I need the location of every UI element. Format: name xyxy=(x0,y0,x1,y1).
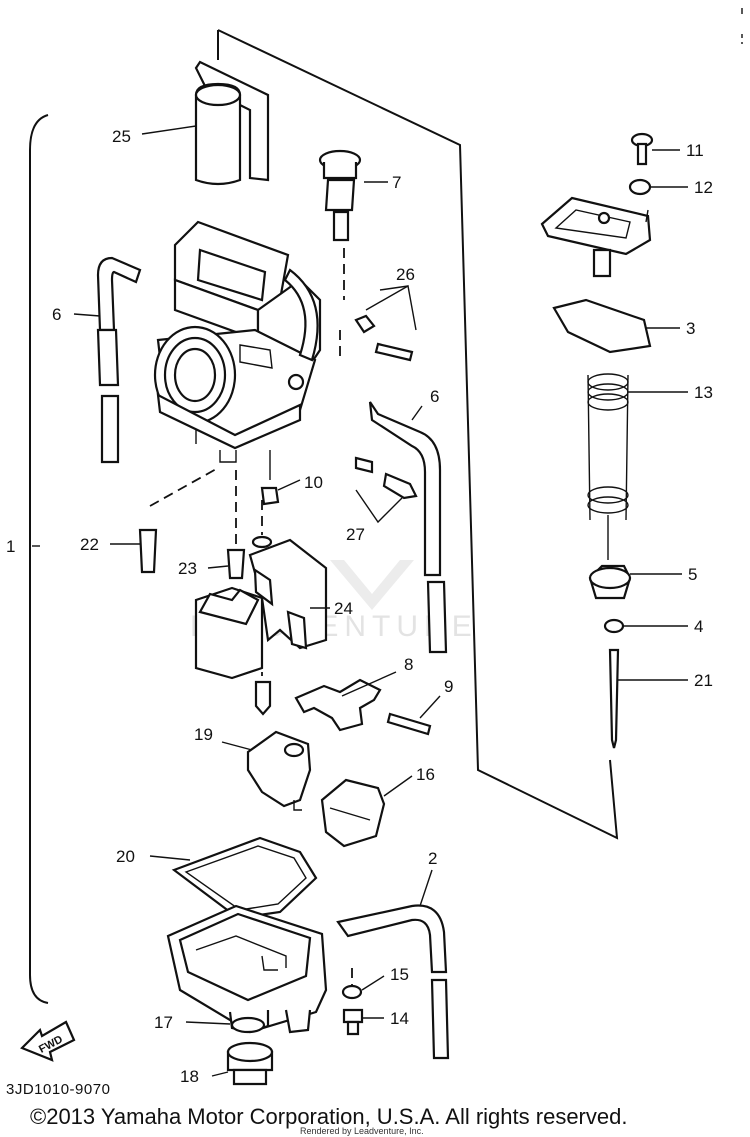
rendered-by-text: Rendered by Leadventure, Inc. xyxy=(300,1126,424,1136)
part-19-cover xyxy=(246,730,312,811)
float-bowl xyxy=(166,904,328,1034)
callout-15: 15 xyxy=(390,965,409,984)
leader-lines xyxy=(32,125,688,1077)
part-6-hose-left xyxy=(96,256,142,464)
callout-25: 25 xyxy=(112,127,131,146)
part-17-oring xyxy=(230,1016,266,1034)
part-4-clip xyxy=(603,618,625,634)
callout-22: 22 xyxy=(80,535,99,554)
part-6-hose-right xyxy=(368,401,448,654)
part-24-float xyxy=(194,538,328,680)
callout-8: 8 xyxy=(404,655,413,674)
callout-23: 23 xyxy=(178,559,197,578)
part-16-cover xyxy=(320,778,386,848)
part-2-hose xyxy=(336,904,450,1060)
callout-12: 12 xyxy=(694,178,713,197)
part-3-gasket xyxy=(552,298,652,354)
callout-18: 18 xyxy=(180,1067,199,1086)
callout-6-right: 6 xyxy=(430,387,439,406)
part-9-pin xyxy=(386,712,432,736)
callout-14: 14 xyxy=(390,1009,409,1028)
callout-27: 27 xyxy=(346,525,365,544)
callout-24: 24 xyxy=(334,599,353,618)
part-8-bracket xyxy=(294,678,382,732)
part-26-screw xyxy=(339,248,414,362)
needle-valve xyxy=(254,640,272,716)
part-23-jet xyxy=(226,470,246,580)
callout-9: 9 xyxy=(444,677,453,696)
part-25-cover xyxy=(194,60,270,186)
part-22-jet xyxy=(138,467,219,574)
part-27-screw xyxy=(354,456,418,500)
part-12-washer xyxy=(628,178,652,196)
part-20-gasket xyxy=(171,836,318,920)
callout-3: 3 xyxy=(686,319,695,338)
part-21-needle xyxy=(608,648,620,749)
part-15-washer xyxy=(341,968,363,1000)
part-10-nut xyxy=(260,486,280,506)
part-13-spring xyxy=(587,373,629,521)
callout-19: 19 xyxy=(194,725,213,744)
callout-numbers: 25 7 26 6 6 10 27 22 23 24 1 8 9 19 16 2… xyxy=(6,127,713,1086)
callout-16: 16 xyxy=(416,765,435,784)
part-5-valve xyxy=(588,515,632,600)
part-11-screw xyxy=(630,132,654,166)
callout-6-left: 6 xyxy=(52,305,61,324)
callout-2: 2 xyxy=(428,849,437,868)
callout-26: 26 xyxy=(396,265,415,284)
carburetor-body xyxy=(153,220,322,480)
callout-20: 20 xyxy=(116,847,135,866)
part-18-plug xyxy=(226,1041,274,1086)
callout-4: 4 xyxy=(694,617,703,636)
callout-7: 7 xyxy=(392,173,401,192)
part-top-cap xyxy=(540,196,652,278)
copyright-text: ©2013 Yamaha Motor Corporation, U.S.A. A… xyxy=(30,1104,627,1129)
callout-10: 10 xyxy=(304,473,323,492)
callout-1: 1 xyxy=(6,537,15,556)
callout-13: 13 xyxy=(694,383,713,402)
callout-11: 11 xyxy=(686,141,704,160)
part-14-screw xyxy=(342,1008,364,1036)
callout-5: 5 xyxy=(688,565,697,584)
fwd-arrow-icon: FWD xyxy=(20,1020,76,1062)
assembly-bracket xyxy=(29,114,49,1004)
guide-line-right xyxy=(217,29,619,840)
callout-17: 17 xyxy=(154,1013,173,1032)
o-ring xyxy=(251,500,273,549)
diagram-code: 3JD1010-9070 xyxy=(6,1081,110,1098)
part-7-plunger xyxy=(318,149,362,242)
callout-21: 21 xyxy=(694,671,713,690)
